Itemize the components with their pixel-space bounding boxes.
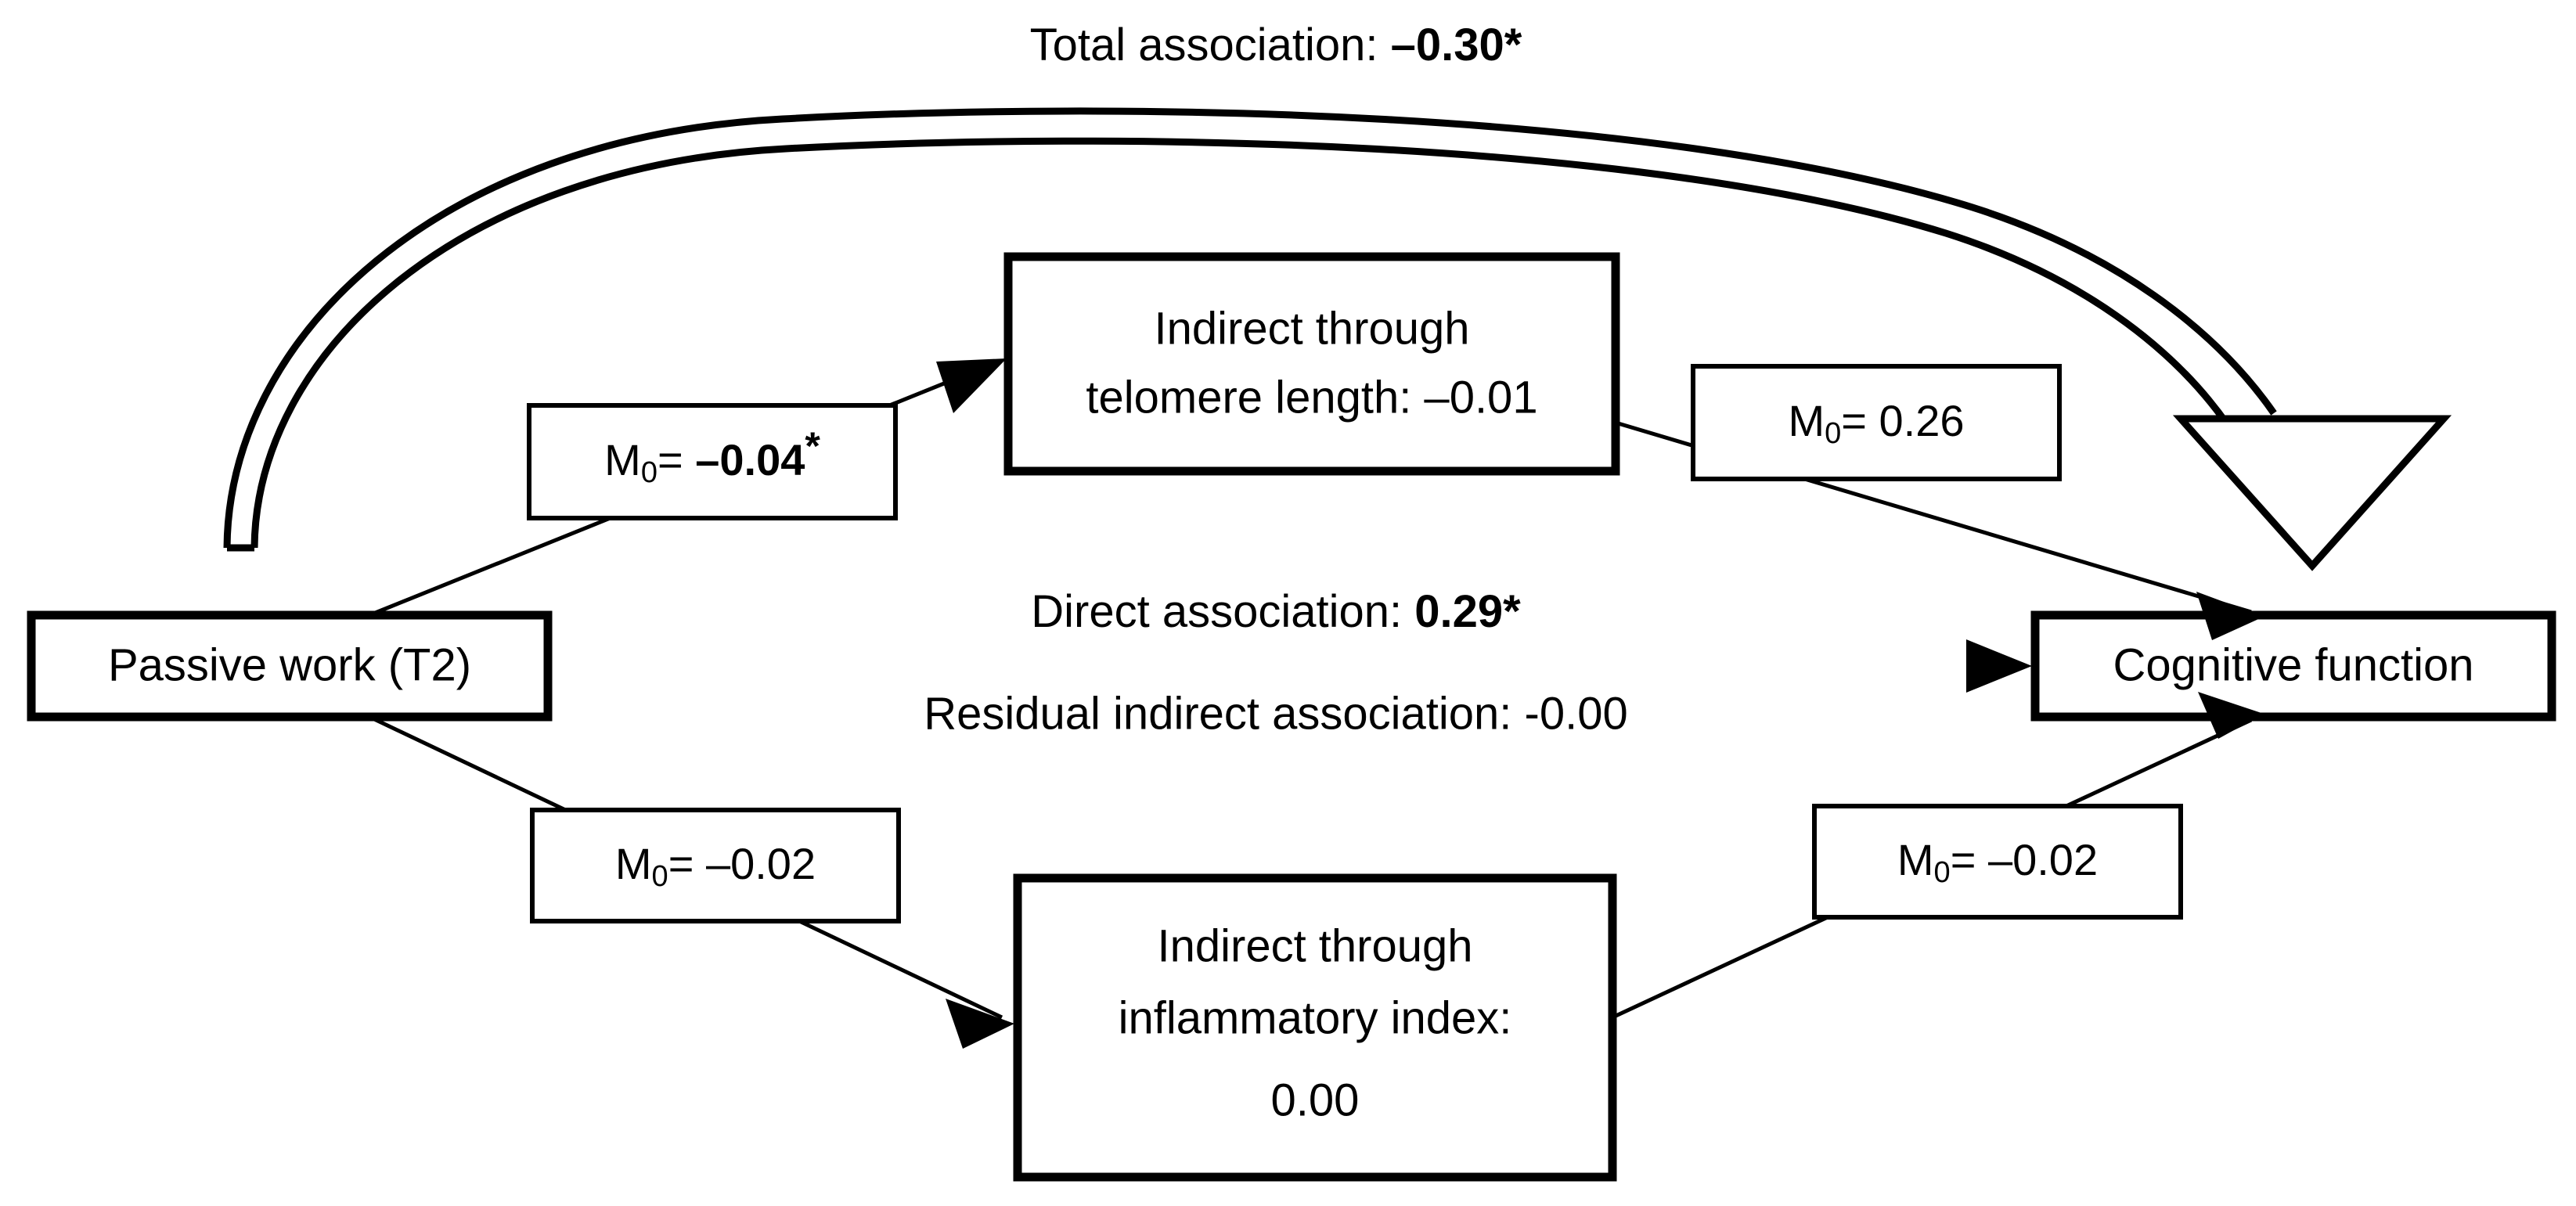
a-path-inflammatory-text: M0= –0.02	[615, 839, 816, 893]
a-path-inflammatory-label[interactable]: M0= –0.02	[530, 808, 901, 923]
b-path-telomere-box[interactable]	[1691, 364, 2062, 481]
total-arrow-head-icon	[2172, 415, 2452, 571]
telomere-mediator-line2: telomere length: –0.01	[1086, 372, 1537, 423]
total-association-text: Total association:	[1030, 20, 1391, 70]
inflammatory-mediator-line1: Indirect through	[1157, 920, 1472, 971]
total-arrow-outer-curve	[223, 107, 2277, 549]
a-path-inflammatory-box[interactable]	[530, 808, 901, 923]
inflammatory-mediator-node[interactable]: Indirect through inflammatory index: 0.0…	[1013, 873, 1617, 1182]
a-path-telomere-value: –0.04	[695, 435, 805, 484]
a-path-telomere-label[interactable]: M0= –0.04*	[527, 403, 898, 520]
a-path-telomere-subscript: 0	[641, 456, 658, 489]
b-path-telomere-equals: =	[1841, 396, 1879, 445]
inflammatory-mediator-box[interactable]	[1013, 873, 1617, 1182]
total-association-arrow	[223, 107, 2452, 571]
predictor-node[interactable]: Passive work (T2)	[27, 610, 553, 722]
telomere-mediator-box[interactable]	[1003, 252, 1620, 476]
b-path-inflammatory-box[interactable]	[1812, 804, 2183, 920]
a-path-telomere-prefix: M	[604, 435, 641, 484]
direct-association-text: Direct association:	[1031, 586, 1414, 637]
a-path-inflammatory-prefix: M	[615, 839, 652, 888]
total-association-value: –0.30*	[1391, 20, 1522, 70]
b-path-inflammatory-prefix: M	[1897, 835, 1934, 884]
outcome-node[interactable]: Cognitive function	[2030, 610, 2556, 722]
residual-indirect-association-label: Residual indirect association: -0.00	[924, 688, 1627, 739]
direct-association-label: Direct association: 0.29*	[1031, 586, 1521, 637]
outcome-label: Cognitive function	[2113, 639, 2473, 690]
b-path-telomere-subscript: 0	[1825, 417, 1841, 450]
a-path-inflammatory-equals: =	[668, 839, 706, 888]
a-path-telomere-text: M0= –0.04*	[604, 424, 820, 489]
a-path-inflammatory-value: –0.02	[706, 839, 816, 888]
b-path-inflammatory-label[interactable]: M0= –0.02	[1812, 804, 2183, 920]
telomere-mediator-node[interactable]: Indirect through telomere length: –0.01	[1003, 252, 1620, 476]
b-path-inflammatory-value: –0.02	[1988, 835, 2098, 884]
b-path-telomere-label[interactable]: M0= 0.26	[1691, 364, 2062, 481]
b-path-telomere-prefix: M	[1788, 396, 1825, 445]
inflammatory-mediator-line3: 0.00	[1271, 1075, 1360, 1125]
connector-predictor-to-inflammatory-head-icon	[946, 999, 1014, 1049]
b-path-telomere-value: 0.26	[1879, 396, 1965, 445]
b-path-inflammatory-text: M0= –0.02	[1897, 835, 2098, 889]
b-path-inflammatory-subscript: 0	[1934, 856, 1951, 889]
connector-telomere-to-outcome-head-icon	[2196, 592, 2264, 640]
connector-predictor-to-telomere-head-icon	[936, 358, 1007, 413]
a-path-telomere-box[interactable]	[527, 403, 898, 520]
connector-direct-association-head-icon	[1966, 639, 2032, 693]
inflammatory-mediator-line2: inflammatory index:	[1119, 992, 1512, 1043]
a-path-telomere-star: *	[805, 424, 820, 468]
telomere-mediator-line1: Indirect through	[1154, 303, 1469, 354]
a-path-telomere-equals: =	[658, 435, 695, 484]
b-path-telomere-text: M0= 0.26	[1788, 396, 1964, 450]
a-path-inflammatory-subscript: 0	[652, 860, 668, 893]
predictor-label: Passive work (T2)	[108, 639, 471, 690]
outcome-box[interactable]	[2030, 610, 2556, 722]
total-arrow-inner-curve	[250, 137, 2231, 549]
total-association-label: Total association: –0.30*	[1030, 20, 1522, 70]
b-path-inflammatory-equals: =	[1951, 835, 1988, 884]
direct-association-value: 0.29*	[1414, 586, 1521, 637]
connector-inflammatory-to-outcome-head-icon	[2198, 692, 2264, 739]
